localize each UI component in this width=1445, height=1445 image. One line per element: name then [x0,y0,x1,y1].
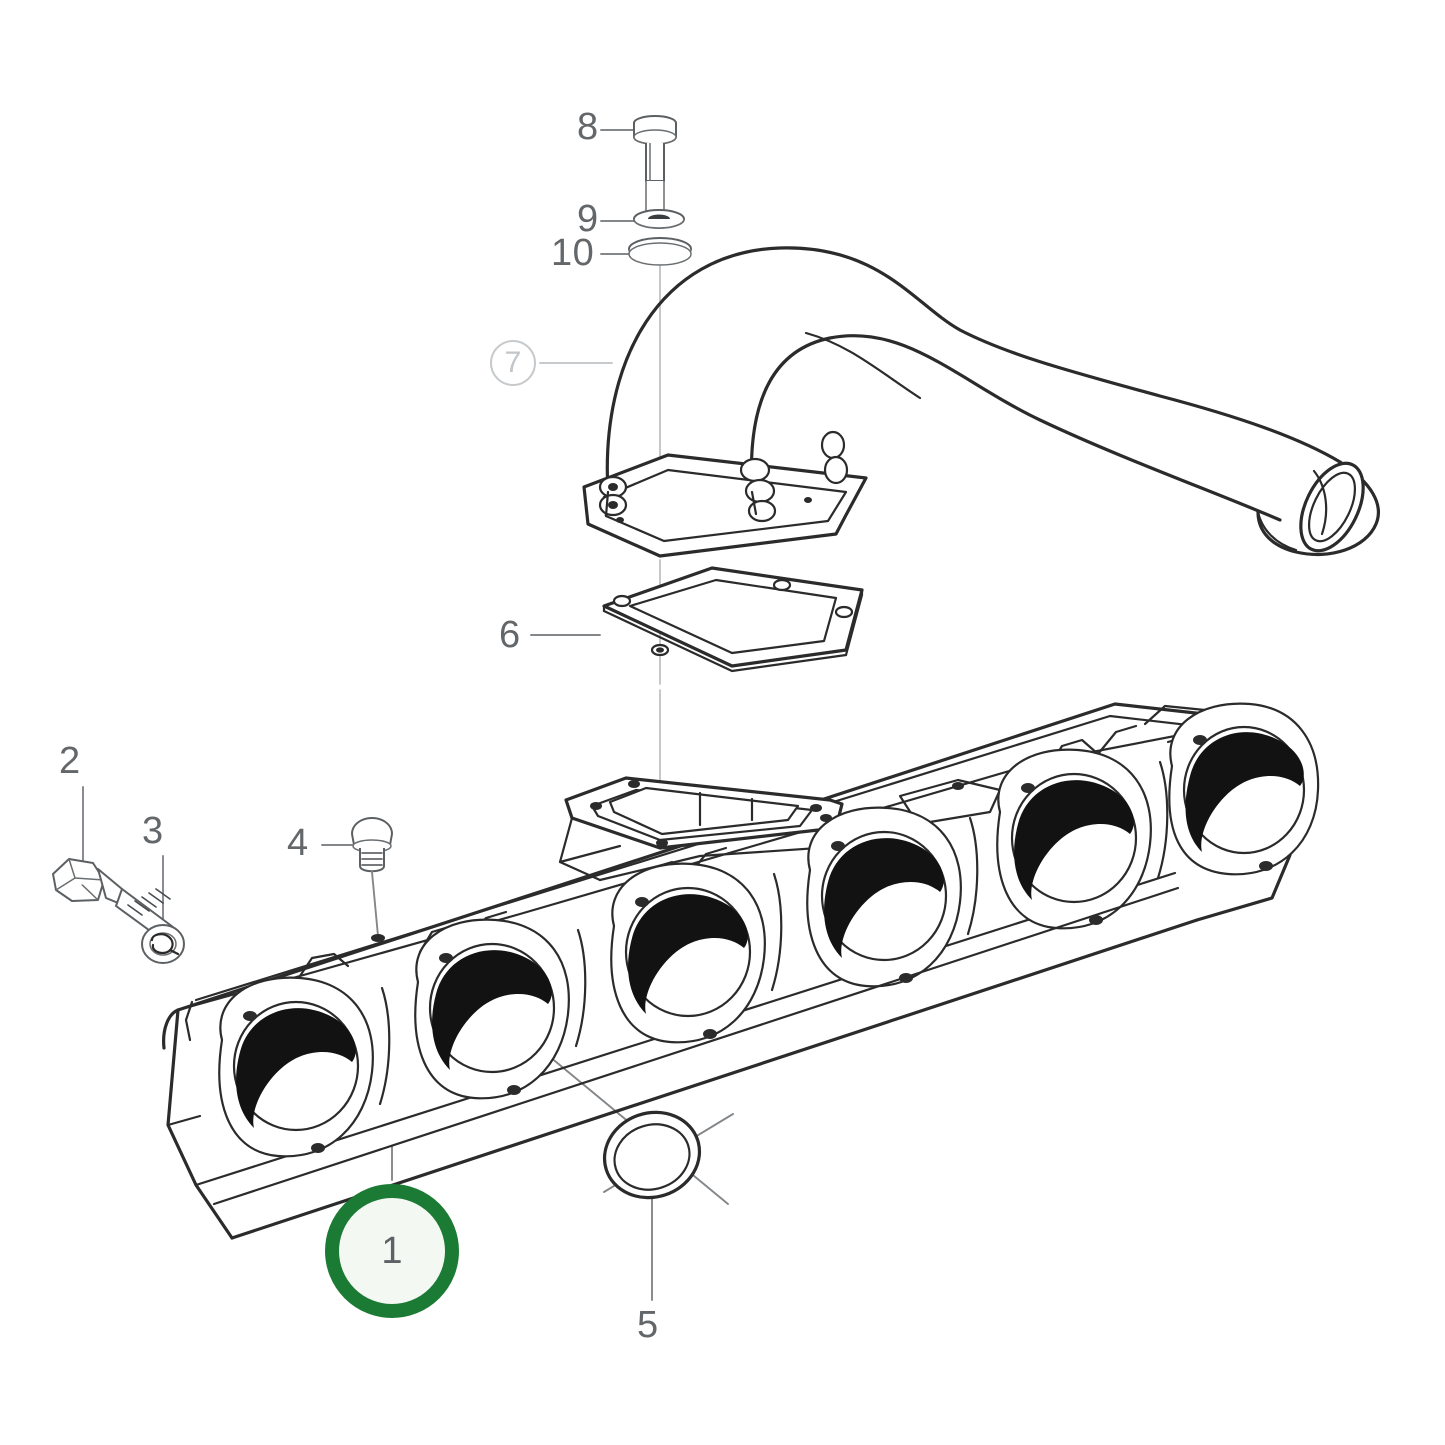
flange-bolt-part8 [633,115,677,212]
callout-label-2: 2 [59,740,81,782]
callout-label-4: 4 [287,822,309,864]
callout-label-8: 8 [577,106,599,148]
manifold-port-6 [1168,702,1320,876]
callout-label-10: 10 [551,232,595,274]
intake-elbow-part7 [582,246,1380,558]
manifold-port-3 [610,862,766,1044]
intake-manifold-part1 [162,702,1320,1240]
manifold-port-2 [414,918,570,1100]
manifold-port-4 [806,806,962,988]
callout-badge-7[interactable]: 7 [490,340,536,386]
flange-gasket-part6 [602,566,864,673]
callout-label-3: 3 [142,810,164,852]
plug-stud-part4 [351,817,393,942]
lock-washer-part9 [633,209,685,229]
callout-label-9: 9 [577,198,599,240]
callout-badge-7-number: 7 [504,346,522,379]
callout-badge-1-number: 1 [381,1229,403,1272]
manifold-port-5 [996,748,1152,930]
callout-label-5: 5 [637,1304,659,1346]
flat-washer-part10 [628,237,692,266]
manifold-port-1 [218,976,374,1158]
spring-washer-part3 [141,924,185,964]
callout-badge-1[interactable]: 1 [325,1184,459,1318]
callout-label-6: 6 [499,614,521,656]
o-ring-part5 [602,1110,702,1200]
